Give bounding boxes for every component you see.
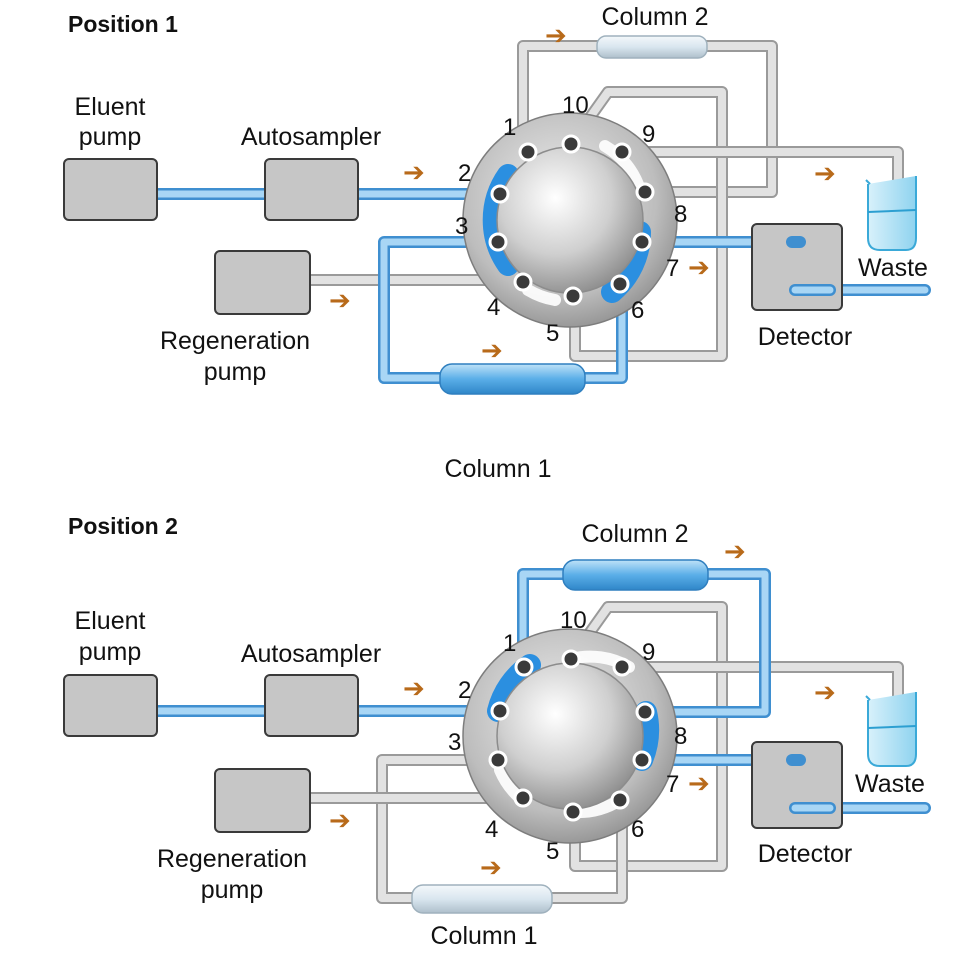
port-1-label: 1 [503, 114, 517, 141]
port-1-label-2: 1 [503, 630, 517, 657]
flow-arrow-icon: ➔ [481, 336, 503, 366]
port-7-label: 7 [666, 255, 680, 282]
detector-label-2: Detector [757, 840, 853, 868]
position-1-artwork [63, 35, 931, 395]
port-9-label-2: 9 [642, 639, 656, 666]
column-1-body-2 [411, 884, 553, 914]
port-10-label-2: 10 [560, 607, 587, 634]
eluent-pump-box-2 [63, 674, 158, 737]
eluent-pump-label-line2: pump [78, 123, 142, 151]
eluent-pump-box [63, 158, 158, 221]
regeneration-pump-box-2 [214, 768, 311, 833]
valve-1 [462, 112, 678, 328]
flow-arrow-icon: ➔ [724, 537, 746, 567]
flow-arrow-icon: ➔ [688, 253, 710, 283]
idle-tubing [304, 40, 904, 362]
port-6-label: 6 [631, 297, 645, 324]
eluent-pump-label-line2-2: pump [78, 638, 142, 666]
regeneration-pump-label-line1: Regeneration [159, 327, 311, 355]
flow-arrow-icon: ➔ [403, 158, 425, 188]
flow-arrow-icon: ➔ [480, 853, 502, 883]
port-8-label: 8 [674, 201, 688, 228]
waste-beaker [865, 176, 917, 251]
flow-arrow-icon: ➔ [688, 769, 710, 799]
flow-arrow-icon: ➔ [403, 674, 425, 704]
port-3-label-2: 3 [448, 729, 462, 756]
waste-label: Waste [858, 254, 928, 282]
column-1-label-2: Column 1 [430, 922, 538, 950]
port-10-label: 10 [562, 92, 589, 119]
port-7-label-2: 7 [666, 771, 680, 798]
autosampler-label: Autosampler [240, 123, 382, 151]
port-5-label: 5 [546, 320, 560, 347]
regeneration-pump-label-line2-2: pump [200, 876, 264, 904]
position-2-title: Position 2 [68, 513, 178, 539]
column-1-body [439, 363, 586, 395]
flow-arrow-icon: ➔ [814, 678, 836, 708]
column-2-label-2: Column 2 [581, 520, 689, 548]
port-3-label: 3 [455, 213, 469, 240]
autosampler-box-2 [264, 674, 359, 737]
port-9-label: 9 [642, 121, 656, 148]
column-2-body [596, 35, 708, 59]
position-1-title: Position 1 [68, 11, 178, 37]
regeneration-pump-label-line2: pump [203, 358, 267, 386]
column-2-body-2 [562, 559, 709, 591]
flow-arrow-icon: ➔ [814, 159, 836, 189]
waste-label-2: Waste [855, 770, 925, 798]
waste-beaker-2 [865, 692, 917, 767]
flow-arrow-icon: ➔ [329, 806, 351, 836]
port-4-label-2: 4 [485, 816, 499, 843]
eluent-pump-label-line1: Eluent [74, 93, 146, 121]
autosampler-box [264, 158, 359, 221]
eluent-pump-label-line1-2: Eluent [74, 607, 146, 635]
column-1-label: Column 1 [444, 455, 552, 483]
port-5-label-2: 5 [546, 838, 560, 865]
regeneration-pump-box [214, 250, 311, 315]
port-8-label-2: 8 [674, 723, 688, 750]
regeneration-pump-label-line1-2: Regeneration [156, 845, 308, 873]
port-2-label: 2 [458, 160, 472, 187]
port-6-label-2: 6 [631, 816, 645, 843]
column-2-label: Column 2 [601, 3, 709, 31]
position-2-artwork [63, 559, 931, 914]
flow-arrow-icon: ➔ [329, 286, 351, 316]
valve-2 [462, 628, 678, 844]
flow-arrow-icon: ➔ [545, 21, 567, 51]
autosampler-label-2: Autosampler [240, 640, 382, 668]
detector-label: Detector [757, 323, 853, 351]
port-4-label: 4 [487, 294, 501, 321]
port-2-label-2: 2 [458, 677, 472, 704]
